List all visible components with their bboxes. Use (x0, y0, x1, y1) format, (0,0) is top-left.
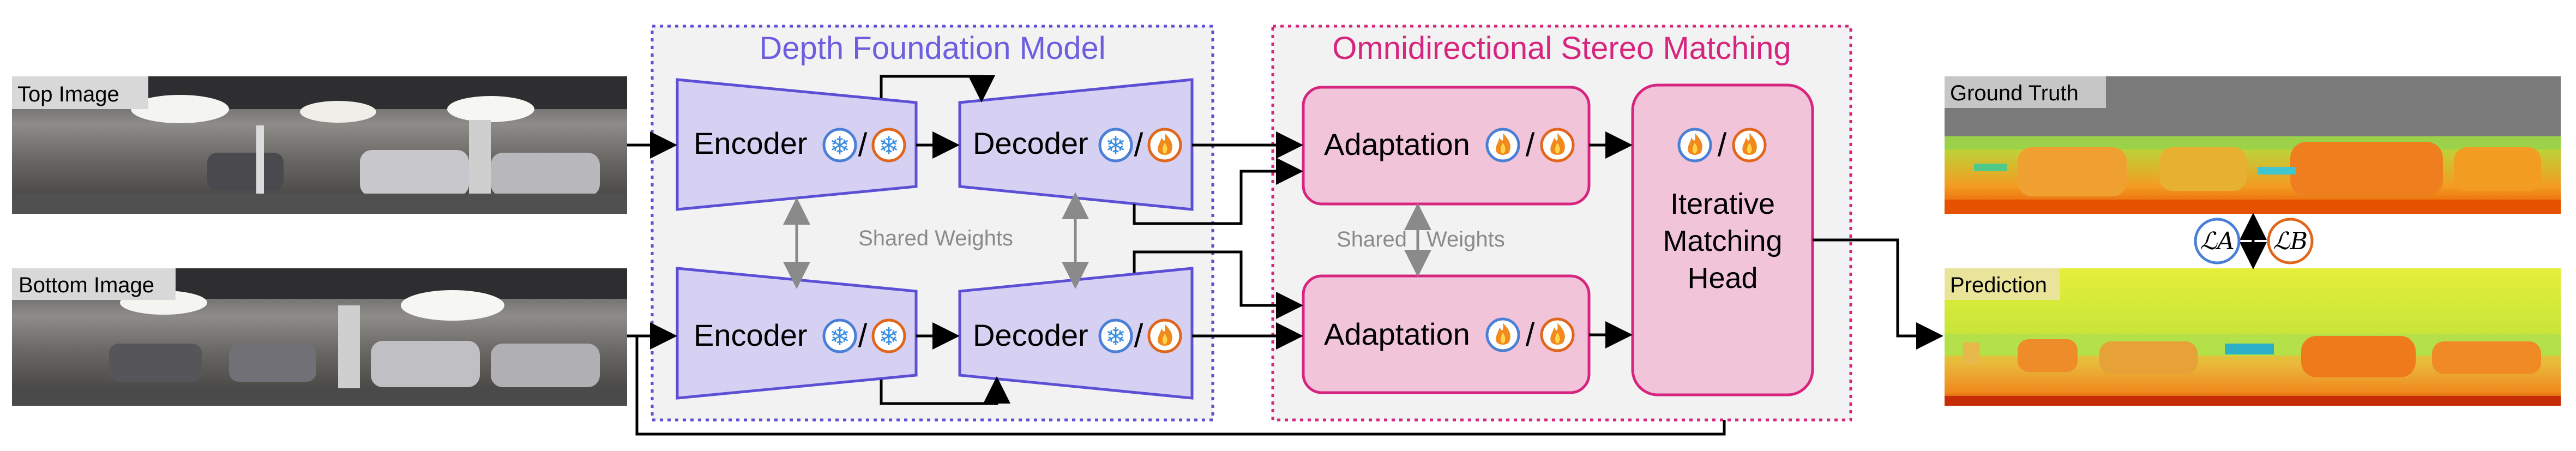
osm-title: Omnidirectional Stereo Matching (1332, 31, 1791, 66)
flame-icon (1147, 318, 1182, 353)
flame-icon (1485, 128, 1520, 163)
prediction-label: Prediction (1950, 273, 2047, 297)
loss-a-label: ℒA (2200, 227, 2234, 255)
loss-a-badge: ℒA (2194, 218, 2241, 264)
svg-text:/: / (858, 127, 868, 163)
bottom-encoder-icons: ❄ / ❄ (822, 317, 906, 354)
snowflake-icon: ❄ (871, 128, 906, 163)
flame-icon (1485, 317, 1520, 352)
bottom-encoder-block (676, 267, 918, 400)
osm-shared-label: Shared (1337, 227, 1407, 251)
loss-b-label: ℒB (2273, 227, 2308, 255)
svg-text:/: / (1134, 127, 1143, 163)
svg-text:/: / (1526, 316, 1535, 353)
top-image-label-bg (12, 76, 148, 109)
bottom-adaptation-label: Adaptation (1324, 317, 1470, 351)
bottom-adaptation-icons: / (1485, 316, 1575, 353)
flame-icon (1677, 128, 1712, 163)
flame-icon (1540, 317, 1575, 352)
head-label-line1: Iterative (1670, 188, 1775, 220)
bottom-image-label: Bottom Image (19, 273, 154, 297)
svg-text:/: / (1718, 127, 1727, 163)
top-encoder-label: Encoder (694, 126, 808, 160)
bottom-decoder-icons: ❄ / (1098, 317, 1182, 354)
top-decoder-icons: ❄ / (1098, 127, 1182, 163)
osm-weights-label: Weights (1427, 227, 1505, 251)
top-image (12, 76, 627, 214)
head-label-line3: Head (1687, 262, 1758, 294)
top-encoder-icons: ❄ / ❄ (822, 127, 906, 163)
dfm-shared-weights-label: Shared Weights (858, 226, 1013, 250)
top-adaptation-icons: / (1485, 127, 1575, 163)
flame-icon (1540, 128, 1575, 163)
top-encoder-block (676, 78, 918, 211)
svg-text:/: / (1526, 127, 1535, 163)
snowflake-icon: ❄ (822, 318, 857, 353)
svg-text:❄: ❄ (878, 322, 900, 351)
snowflake-icon: ❄ (1098, 128, 1133, 163)
bottom-decoder-label: Decoder (973, 318, 1088, 352)
svg-text:❄: ❄ (1105, 131, 1127, 160)
matching-head-icons: / (1677, 127, 1767, 163)
ground-truth-image (1945, 76, 2561, 214)
dfm-arrows (880, 75, 1010, 405)
svg-text:/: / (858, 317, 868, 354)
top-decoder-label: Decoder (973, 126, 1088, 160)
top-image-label: Top Image (17, 82, 119, 106)
svg-text:❄: ❄ (829, 322, 851, 351)
ground-truth-label: Ground Truth (1950, 81, 2079, 105)
svg-text:❄: ❄ (829, 131, 851, 160)
top-decoder-block (958, 78, 1194, 211)
prediction-label-bg (1945, 268, 2060, 300)
ground-truth-label-bg (1945, 76, 2106, 108)
svg-text:❄: ❄ (1105, 322, 1127, 351)
svg-text:/: / (1134, 317, 1143, 354)
flame-icon (1147, 128, 1182, 163)
bottom-encoder-label: Encoder (694, 318, 808, 352)
dfm-title: Depth Foundation Model (759, 31, 1105, 66)
svg-text:❄: ❄ (878, 131, 900, 160)
snowflake-icon: ❄ (871, 318, 906, 353)
snowflake-icon: ❄ (1098, 318, 1133, 353)
loss-indicator: ℒA / ℒB (2194, 213, 2314, 269)
snowflake-icon: ❄ (822, 128, 857, 163)
head-label-line2: Matching (1663, 225, 1782, 257)
osm-arrows (1133, 131, 1943, 350)
top-adaptation-label: Adaptation (1324, 127, 1470, 161)
bottom-decoder-block (958, 267, 1194, 400)
bottom-image-label-bg (12, 268, 176, 300)
loss-b-badge: ℒB (2267, 218, 2314, 264)
flame-icon (1732, 128, 1767, 163)
loss-slash: / (2249, 223, 2258, 259)
